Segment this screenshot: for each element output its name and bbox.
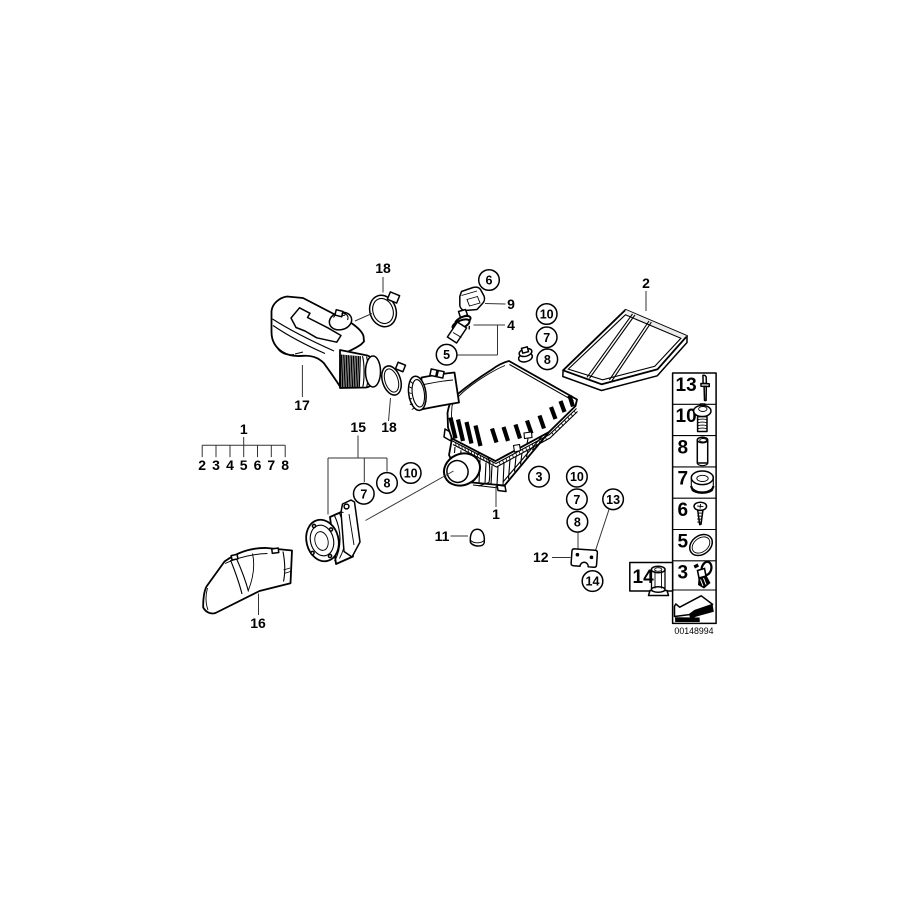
svg-text:13: 13 [606,493,620,507]
svg-text:7: 7 [360,487,367,501]
svg-text:1: 1 [492,506,500,522]
svg-text:14: 14 [586,575,600,589]
svg-text:6: 6 [678,500,689,521]
svg-text:6: 6 [486,274,493,288]
svg-text:00148994: 00148994 [674,626,713,636]
svg-text:1: 1 [240,421,248,437]
svg-text:3: 3 [212,457,220,473]
svg-text:8: 8 [281,457,289,473]
svg-text:8: 8 [384,476,391,490]
svg-text:4: 4 [507,317,515,333]
svg-text:2: 2 [198,457,206,473]
svg-text:6: 6 [254,457,262,473]
svg-text:2: 2 [642,275,650,291]
svg-text:10: 10 [570,470,584,484]
svg-text:14: 14 [633,567,655,588]
svg-text:10: 10 [540,308,554,322]
svg-text:11: 11 [435,528,450,544]
svg-text:7: 7 [573,493,580,507]
svg-text:7: 7 [543,331,550,345]
svg-text:5: 5 [443,348,450,362]
svg-text:5: 5 [678,532,689,553]
svg-text:8: 8 [574,515,581,529]
svg-text:3: 3 [678,563,689,584]
svg-text:8: 8 [544,353,551,367]
svg-text:13: 13 [676,375,697,396]
svg-text:17: 17 [294,397,310,413]
svg-text:3: 3 [536,470,543,484]
svg-text:5: 5 [240,457,248,473]
svg-text:16: 16 [250,615,266,631]
svg-text:15: 15 [350,419,366,435]
svg-text:8: 8 [678,438,689,459]
svg-text:7: 7 [678,469,689,490]
svg-text:18: 18 [375,260,391,276]
svg-text:10: 10 [404,467,418,481]
svg-text:10: 10 [676,406,697,427]
svg-text:12: 12 [533,549,549,565]
svg-text:9: 9 [507,296,515,312]
svg-text:7: 7 [267,457,275,473]
svg-text:18: 18 [381,419,397,435]
svg-text:4: 4 [226,457,234,473]
